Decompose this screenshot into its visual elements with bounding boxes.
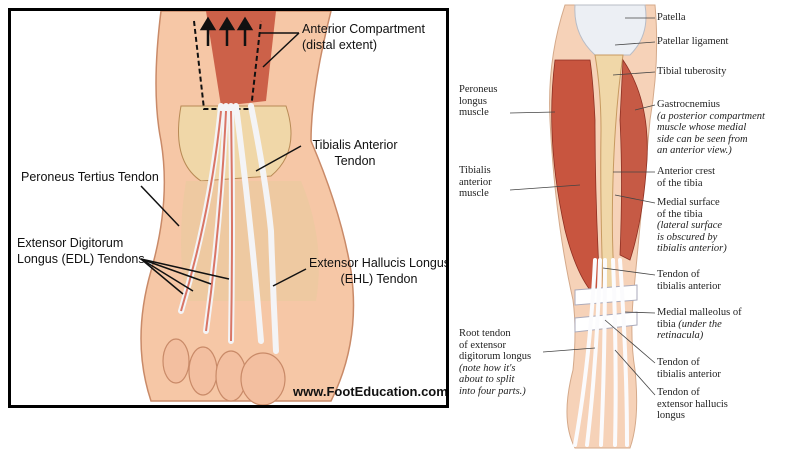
foot-illustration-panel: Anterior Compartment (distal extent) Tib…: [8, 8, 449, 408]
edl-tendons-label: Extensor Digitorum Longus (EDL) Tendons: [17, 236, 145, 266]
patellar-ligament-label: Patellar ligament: [657, 36, 729, 47]
anterior-compartment-label: Anterior Compartment (distal extent): [302, 22, 425, 52]
foot-anatomy-drawing: [140, 11, 355, 405]
ehl-tendon-label: Extensor Hallucis Longus (EHL) Tendon: [309, 256, 449, 286]
tendon-tibialis-anterior-label-1: Tendon of tibialis anterior: [657, 269, 721, 292]
arrow-icons: [199, 16, 254, 46]
leg-anatomy-drawing: [509, 4, 658, 449]
peroneus-longus-label: Peroneus longus muscle: [459, 84, 498, 118]
anterior-crest-label: Anterior crest of the tibia: [657, 166, 716, 189]
root-tendon-label: Root tendon of extensor digitorum longus…: [459, 328, 532, 397]
tibialis-anterior-tendon-label: Tibialis Anterior Tendon: [312, 138, 398, 168]
leg-illustration-panel: Patella Patellar ligament Tibial tuberos…: [455, 0, 800, 453]
medial-malleolus-label: Medial malleolus of tibia (under the ret…: [657, 307, 742, 341]
tendon-ehl-label: Tendon of extensor hallucis longus: [657, 387, 728, 421]
tibialis-anterior-muscle-label: Tibialis anterior muscle: [459, 165, 492, 199]
tendon-tibialis-anterior-label-2: Tendon of tibialis anterior: [657, 357, 721, 380]
gastrocnemius-label: Gastrocnemius (a posterior compartment m…: [657, 99, 765, 156]
watermark-text: www.FootEducation.com: [293, 384, 448, 399]
peroneus-tertius-tendon-label: Peroneus Tertius Tendon: [21, 170, 159, 184]
medial-surface-label: Medial surface of the tibia (lateral sur…: [657, 197, 727, 254]
patella-label: Patella: [657, 12, 686, 23]
tibial-tuberosity-label: Tibial tuberosity: [657, 66, 727, 77]
